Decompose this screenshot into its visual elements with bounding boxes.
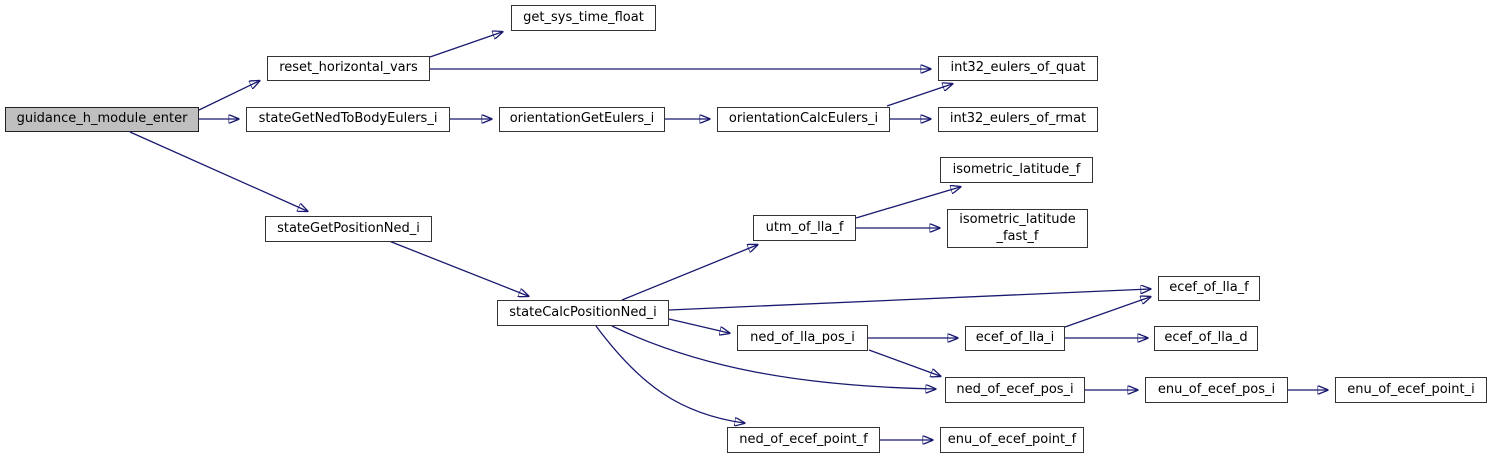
node-ned_of_ecef_point_f[interactable]: ned_of_ecef_point_f (727, 427, 880, 453)
node-ned_of_ecef_pos_i[interactable]: ned_of_ecef_pos_i (945, 377, 1085, 403)
edge-ned_of_lla_pos_i-ned_of_ecef_pos_i (868, 349, 940, 376)
node-reset_horizontal_vars[interactable]: reset_horizontal_vars (267, 56, 430, 81)
edge-stateCalcPositionNed_i-ned_of_ecef_pos_i (611, 325, 935, 389)
edge-guidance_h_module_enter-stateGetPositionNed_i (129, 131, 307, 211)
node-int32_eulers_of_quat[interactable]: int32_eulers_of_quat (938, 56, 1098, 81)
node-get_sys_time_float[interactable]: get_sys_time_float (511, 5, 656, 31)
node-guidance_h_module_enter: guidance_h_module_enter (5, 107, 199, 132)
edge-guidance_h_module_enter-reset_horizontal_vars (198, 81, 259, 111)
node-isometric_latitude_fast_f[interactable]: isometric_latitude _fast_f (947, 209, 1088, 248)
node-orientationGetEulers_i[interactable]: orientationGetEulers_i (499, 107, 665, 132)
edge-stateGetPositionNed_i-stateCalcPositionNed_i (388, 240, 528, 296)
node-utm_of_lla_f[interactable]: utm_of_lla_f (753, 215, 856, 241)
node-stateCalcPositionNed_i[interactable]: stateCalcPositionNed_i (497, 300, 669, 326)
edge-reset_horizontal_vars-get_sys_time_float (429, 32, 502, 58)
edge-ecef_of_lla_i-ecef_of_lla_f (1064, 297, 1150, 328)
node-isometric_latitude_f[interactable]: isometric_latitude_f (940, 157, 1093, 183)
node-ecef_of_lla_f[interactable]: ecef_of_lla_f (1158, 276, 1260, 301)
node-enu_of_ecef_pos_i[interactable]: enu_of_ecef_pos_i (1145, 377, 1288, 403)
edge-orientationCalcEulers_i-int32_eulers_of_quat (886, 84, 952, 107)
edge-stateCalcPositionNed_i-ecef_of_lla_f (668, 289, 1150, 311)
edge-stateCalcPositionNed_i-ned_of_ecef_point_f (595, 325, 744, 423)
node-enu_of_ecef_point_i[interactable]: enu_of_ecef_point_i (1335, 377, 1487, 403)
edge-stateCalcPositionNed_i-utm_of_lla_f (621, 245, 757, 301)
edge-stateCalcPositionNed_i-ned_of_lla_pos_i (668, 318, 729, 333)
node-int32_eulers_of_rmat[interactable]: int32_eulers_of_rmat (938, 107, 1098, 132)
node-ecef_of_lla_i[interactable]: ecef_of_lla_i (965, 326, 1065, 351)
node-orientationCalcEulers_i[interactable]: orientationCalcEulers_i (717, 107, 890, 132)
node-enu_of_ecef_point_f[interactable]: enu_of_ecef_point_f (940, 427, 1084, 453)
node-ned_of_lla_pos_i[interactable]: ned_of_lla_pos_i (737, 325, 868, 351)
node-ecef_of_lla_d[interactable]: ecef_of_lla_d (1154, 326, 1258, 351)
node-stateGetPositionNed_i[interactable]: stateGetPositionNed_i (265, 216, 432, 242)
node-stateGetNedToBodyEulers_i[interactable]: stateGetNedToBodyEulers_i (246, 107, 450, 132)
edge-utm_of_lla_f-isometric_latitude_f (855, 187, 960, 219)
